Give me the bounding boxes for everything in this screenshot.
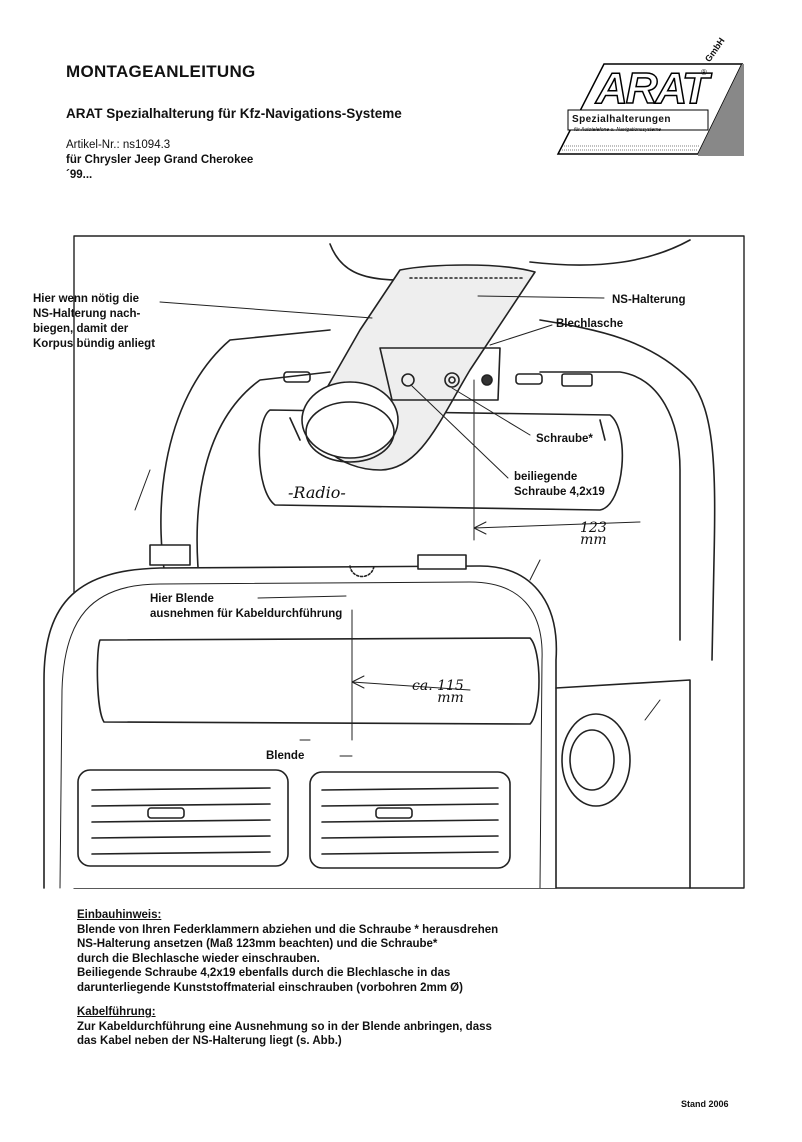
radio-slot <box>258 409 624 511</box>
vehicle-year: ´99... <box>66 169 93 181</box>
sheet-metal-tab <box>379 347 501 401</box>
page-title: MONTAGEANLEITUNG <box>66 62 256 81</box>
article-info: Artikel-Nr.: ns1094.3 für Chrysler Jeep … <box>66 138 253 183</box>
logo-subtagline: für Autotelefone u.-Navigationssysteme <box>574 127 662 133</box>
article-number: Artikel-Nr.: ns1094.3 <box>66 139 171 151</box>
label-screw: Schraube* <box>536 433 593 445</box>
logo-wordmark: ARAT <box>595 63 709 114</box>
control-knob <box>561 713 631 807</box>
display-window <box>96 637 540 725</box>
kabel-heading: Kabelführung: <box>77 1006 156 1018</box>
einbau-heading: Einbauhinweis: <box>77 909 162 921</box>
air-vent-left <box>77 769 289 867</box>
label-ns-holder: NS-Halterung <box>612 294 686 306</box>
label-sheet-metal-tab: Blechlasche <box>556 318 624 330</box>
label-bezel: Blende <box>266 750 305 762</box>
page-subtitle: ARAT Spezialhalterung für Kfz-Navigation… <box>66 106 402 121</box>
kabel-line: das Kabel neben der NS-Halterung liegt (… <box>77 1035 342 1047</box>
measure-123mm: 123 mm <box>580 520 607 548</box>
vehicle-name: für Chrysler Jeep Grand Cherokee <box>66 154 254 166</box>
screw-2 <box>444 372 460 388</box>
document-version: Stand 2006 <box>681 1099 729 1109</box>
measure-115mm: ca. 115 mm <box>412 678 464 706</box>
logo-registered-mark: ® <box>701 68 707 77</box>
einbau-line: NS-Halterung ansetzen (Maß 123mm beachte… <box>77 938 438 950</box>
screw-1 <box>401 373 415 387</box>
label-radio: -Radio- <box>288 483 346 502</box>
label-included-screw: beiliegende Schraube 4,2x19 <box>514 471 605 498</box>
einbau-line: Blende von Ihren Federklammern abziehen … <box>77 923 499 936</box>
einbau-line: darunterliegende Kunststoffmaterial eins… <box>77 981 463 994</box>
screw-3 <box>481 374 493 386</box>
installation-notes: Einbauhinweis: Blende von Ihren Federkla… <box>77 908 677 1049</box>
label-bend-note: Hier wenn nötig die NS-Halterung nach- b… <box>33 293 156 350</box>
einbau-line: Beiliegende Schraube 4,2x19 ebenfalls du… <box>77 967 451 979</box>
kabel-line: Zur Kabeldurchführung eine Ausnehmung so… <box>77 1020 492 1033</box>
einbau-line: durch die Blechlasche wieder einschraube… <box>77 952 320 965</box>
air-vent-right <box>309 771 511 869</box>
logo-tagline: Spezialhalterungen <box>572 114 671 125</box>
arat-logo <box>556 63 744 156</box>
label-bezel-cutout: Hier Blende ausnehmen für Kabeldurchführ… <box>150 593 343 620</box>
